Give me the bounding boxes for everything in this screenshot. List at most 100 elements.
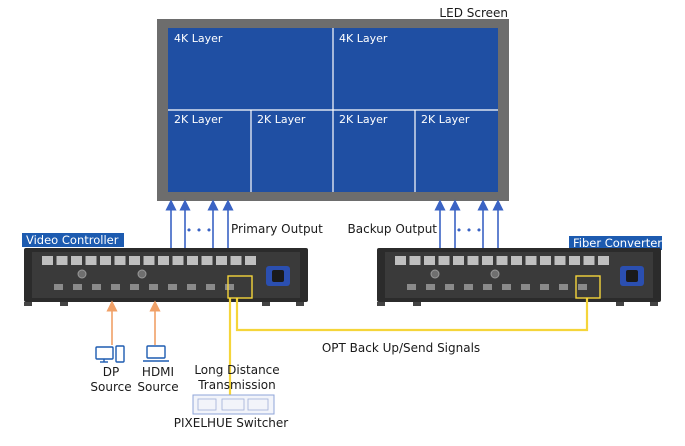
layer-label: 2K Layer bbox=[257, 113, 306, 126]
opt-signals-label: OPT Back Up/Send Signals bbox=[322, 341, 480, 355]
device-port bbox=[56, 256, 68, 265]
device-port bbox=[583, 256, 595, 265]
device-port bbox=[137, 269, 147, 279]
layer-label: 4K Layer bbox=[174, 32, 223, 45]
backup-output-label: Backup Output bbox=[348, 222, 438, 236]
device-port bbox=[426, 284, 435, 290]
device-port bbox=[201, 256, 213, 265]
device-foot bbox=[413, 302, 421, 306]
device-tag bbox=[22, 233, 124, 247]
device-port bbox=[502, 284, 511, 290]
device-foot bbox=[24, 302, 32, 306]
primary-output-arrows: • • • bbox=[165, 199, 234, 250]
device-foot bbox=[377, 302, 385, 306]
device-port bbox=[100, 256, 111, 265]
device-port bbox=[395, 256, 406, 265]
device-tag bbox=[569, 236, 662, 250]
video-controller-label: Video Controller bbox=[26, 233, 119, 247]
device-port bbox=[525, 256, 537, 265]
device-foot bbox=[60, 302, 68, 306]
device-port bbox=[149, 284, 158, 290]
device-port bbox=[407, 284, 416, 290]
hdmi-source-label-line1: HDMI bbox=[142, 365, 174, 379]
device-port bbox=[71, 256, 82, 265]
device-ports bbox=[42, 256, 256, 290]
device-port bbox=[540, 284, 549, 290]
optical-ports bbox=[227, 275, 253, 299]
device-port bbox=[569, 256, 580, 265]
layer-label: 2K Layer bbox=[174, 113, 223, 126]
layer-label: 2K Layer bbox=[339, 113, 388, 126]
device-port bbox=[92, 284, 101, 290]
device-foot bbox=[262, 302, 270, 306]
device-foot bbox=[296, 302, 304, 306]
layer-label: 4K Layer bbox=[339, 32, 388, 45]
dp-source-label-line1: DP bbox=[103, 365, 119, 379]
device-port bbox=[554, 256, 566, 265]
ellipsis-dots: • • • bbox=[456, 224, 482, 237]
device-port bbox=[511, 256, 522, 265]
device-port bbox=[540, 256, 551, 265]
device-port bbox=[143, 256, 155, 265]
device-port bbox=[73, 284, 82, 290]
device-port bbox=[598, 256, 609, 265]
device-port bbox=[245, 256, 256, 265]
primary-output-label: Primary Output bbox=[231, 222, 323, 236]
fiber-converter-label: Fiber Converter bbox=[573, 236, 662, 250]
device-port bbox=[490, 269, 500, 279]
laptop-icon bbox=[143, 345, 169, 362]
device-port bbox=[496, 256, 508, 265]
device-foot bbox=[650, 302, 658, 306]
fiber-link bbox=[235, 298, 589, 332]
device-port bbox=[578, 284, 587, 290]
device-port bbox=[430, 269, 440, 279]
video-controller: Video Controller bbox=[22, 233, 308, 306]
device-port bbox=[424, 256, 435, 265]
power-socket bbox=[626, 270, 638, 282]
device-port bbox=[483, 284, 492, 290]
device-port bbox=[114, 256, 126, 265]
device-port bbox=[206, 284, 215, 290]
backup-output-arrows: • • • bbox=[434, 199, 504, 250]
device-port bbox=[168, 284, 177, 290]
device-port bbox=[409, 256, 421, 265]
led-screen: LED Screen 4K Layer 4K Layer 2K Layer 2K… bbox=[157, 6, 509, 201]
device-ports bbox=[395, 256, 609, 290]
long-distance-label-line1: Long Distance bbox=[194, 363, 279, 377]
device-foot bbox=[616, 302, 624, 306]
device-port bbox=[230, 256, 242, 265]
desktop-icon bbox=[95, 345, 125, 363]
dp-source-label-line2: Source bbox=[90, 380, 131, 394]
switcher-label: PIXELHUE Switcher bbox=[174, 416, 289, 430]
device-port bbox=[216, 256, 227, 265]
device-port bbox=[453, 256, 464, 265]
ellipsis-dots: • • • bbox=[186, 224, 212, 237]
device-port bbox=[187, 256, 198, 265]
hdmi-source-label-line2: Source bbox=[137, 380, 178, 394]
device-port bbox=[482, 256, 493, 265]
switcher-chassis bbox=[192, 394, 275, 415]
device-port bbox=[187, 284, 196, 290]
device-port bbox=[559, 284, 568, 290]
pixelhue-switcher bbox=[192, 394, 275, 415]
device-port bbox=[111, 284, 120, 290]
layer-label: 2K Layer bbox=[421, 113, 470, 126]
device-port bbox=[464, 284, 473, 290]
fiber-converter: Fiber Converter bbox=[377, 236, 662, 306]
device-port bbox=[467, 256, 479, 265]
led-screen-title: LED Screen bbox=[439, 6, 508, 20]
device-port bbox=[54, 284, 63, 290]
device-port bbox=[225, 284, 234, 290]
power-socket bbox=[272, 270, 284, 282]
device-port bbox=[77, 269, 87, 279]
device-port bbox=[85, 256, 97, 265]
long-distance-label-line2: Transmission bbox=[197, 378, 276, 392]
device-port bbox=[42, 256, 53, 265]
device-port bbox=[172, 256, 184, 265]
device-port bbox=[445, 284, 454, 290]
device-port bbox=[158, 256, 169, 265]
device-port bbox=[521, 284, 530, 290]
device-port bbox=[438, 256, 450, 265]
device-port bbox=[129, 256, 140, 265]
